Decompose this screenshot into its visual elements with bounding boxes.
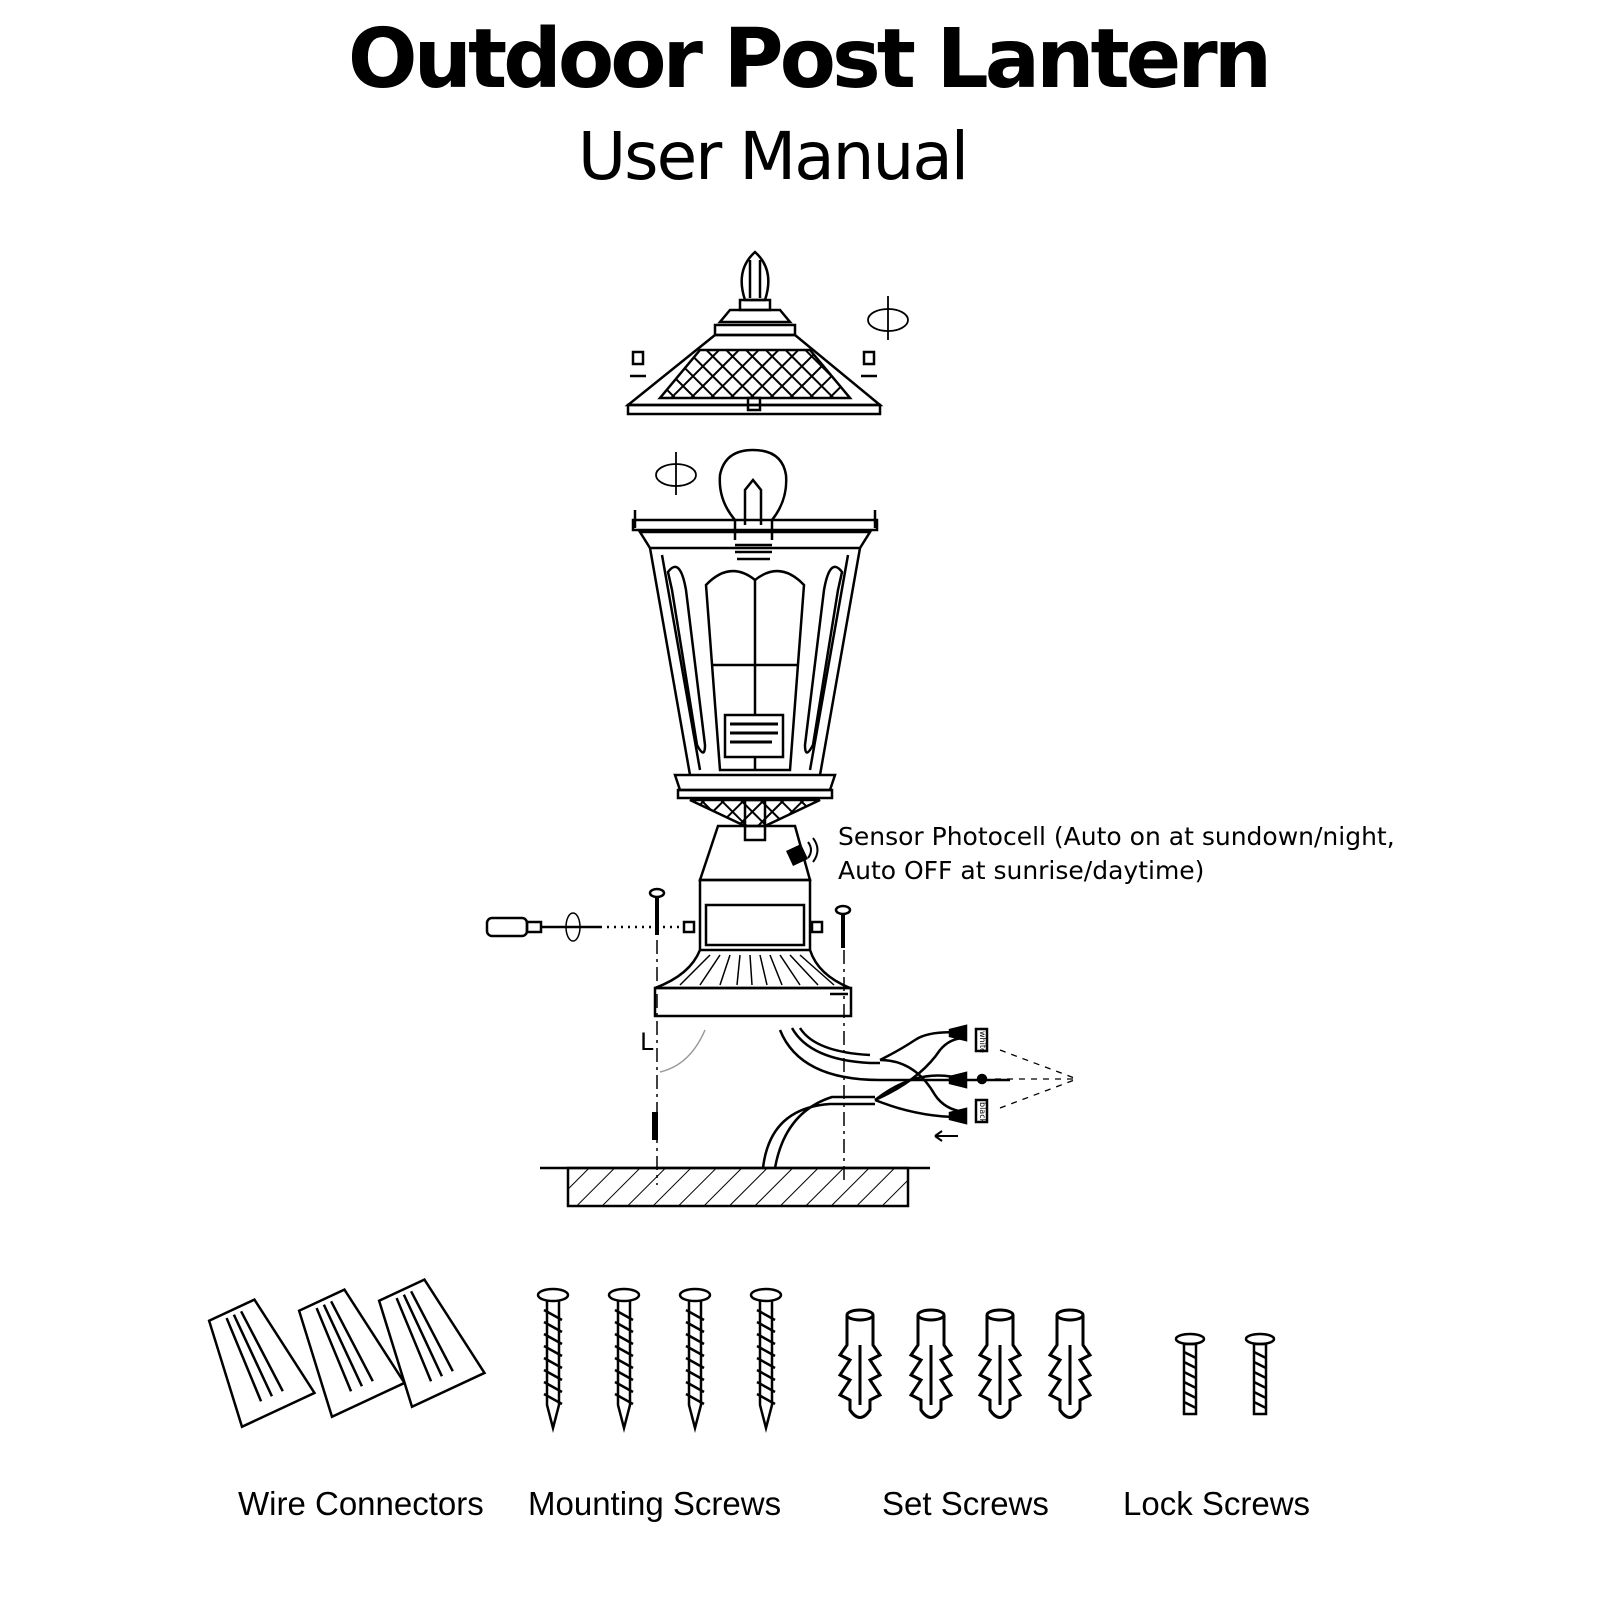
photocell-note-line-1: Sensor Photocell (Auto on at sundown/nig…	[838, 822, 1395, 851]
lantern-top-cap	[624, 250, 884, 416]
wire-label-black: black	[978, 1102, 987, 1124]
wire-connectors-illustration	[207, 1277, 487, 1429]
lock-screws-illustration	[1174, 1332, 1276, 1416]
light-bulb	[718, 448, 788, 561]
ground-surface	[540, 1166, 930, 1208]
photocell-note: Sensor Photocell (Auto on at sundown/nig…	[838, 820, 1395, 888]
label-mounting-screws: Mounting Screws	[528, 1485, 782, 1522]
mounting-screw-icon	[648, 887, 852, 948]
lantern-base	[653, 824, 853, 1018]
set-screws-illustration	[837, 1308, 1093, 1419]
photocell-note-line-2: Auto OFF at sunrise/daytime)	[838, 856, 1205, 885]
label-lock-screws: Lock Screws	[1123, 1485, 1311, 1522]
label-wire-connectors: Wire Connectors	[238, 1485, 484, 1522]
label-set-screws: Set Screws	[882, 1485, 1049, 1522]
photocell-sensor-icon	[786, 837, 819, 866]
manual-subtitle: User Manual	[577, 118, 969, 195]
screwdriver-icon	[485, 912, 685, 942]
wiring	[761, 1024, 1078, 1169]
mark-l: L	[640, 1028, 654, 1056]
rotate-arrow-icon	[655, 296, 909, 495]
mounting-screws-illustration	[536, 1287, 783, 1433]
manual-title: Outdoor Post Lantern	[347, 12, 1272, 107]
cap-screw-icon	[630, 350, 877, 378]
wire-label-white: white	[978, 1031, 987, 1053]
lantern-body	[631, 510, 879, 842]
